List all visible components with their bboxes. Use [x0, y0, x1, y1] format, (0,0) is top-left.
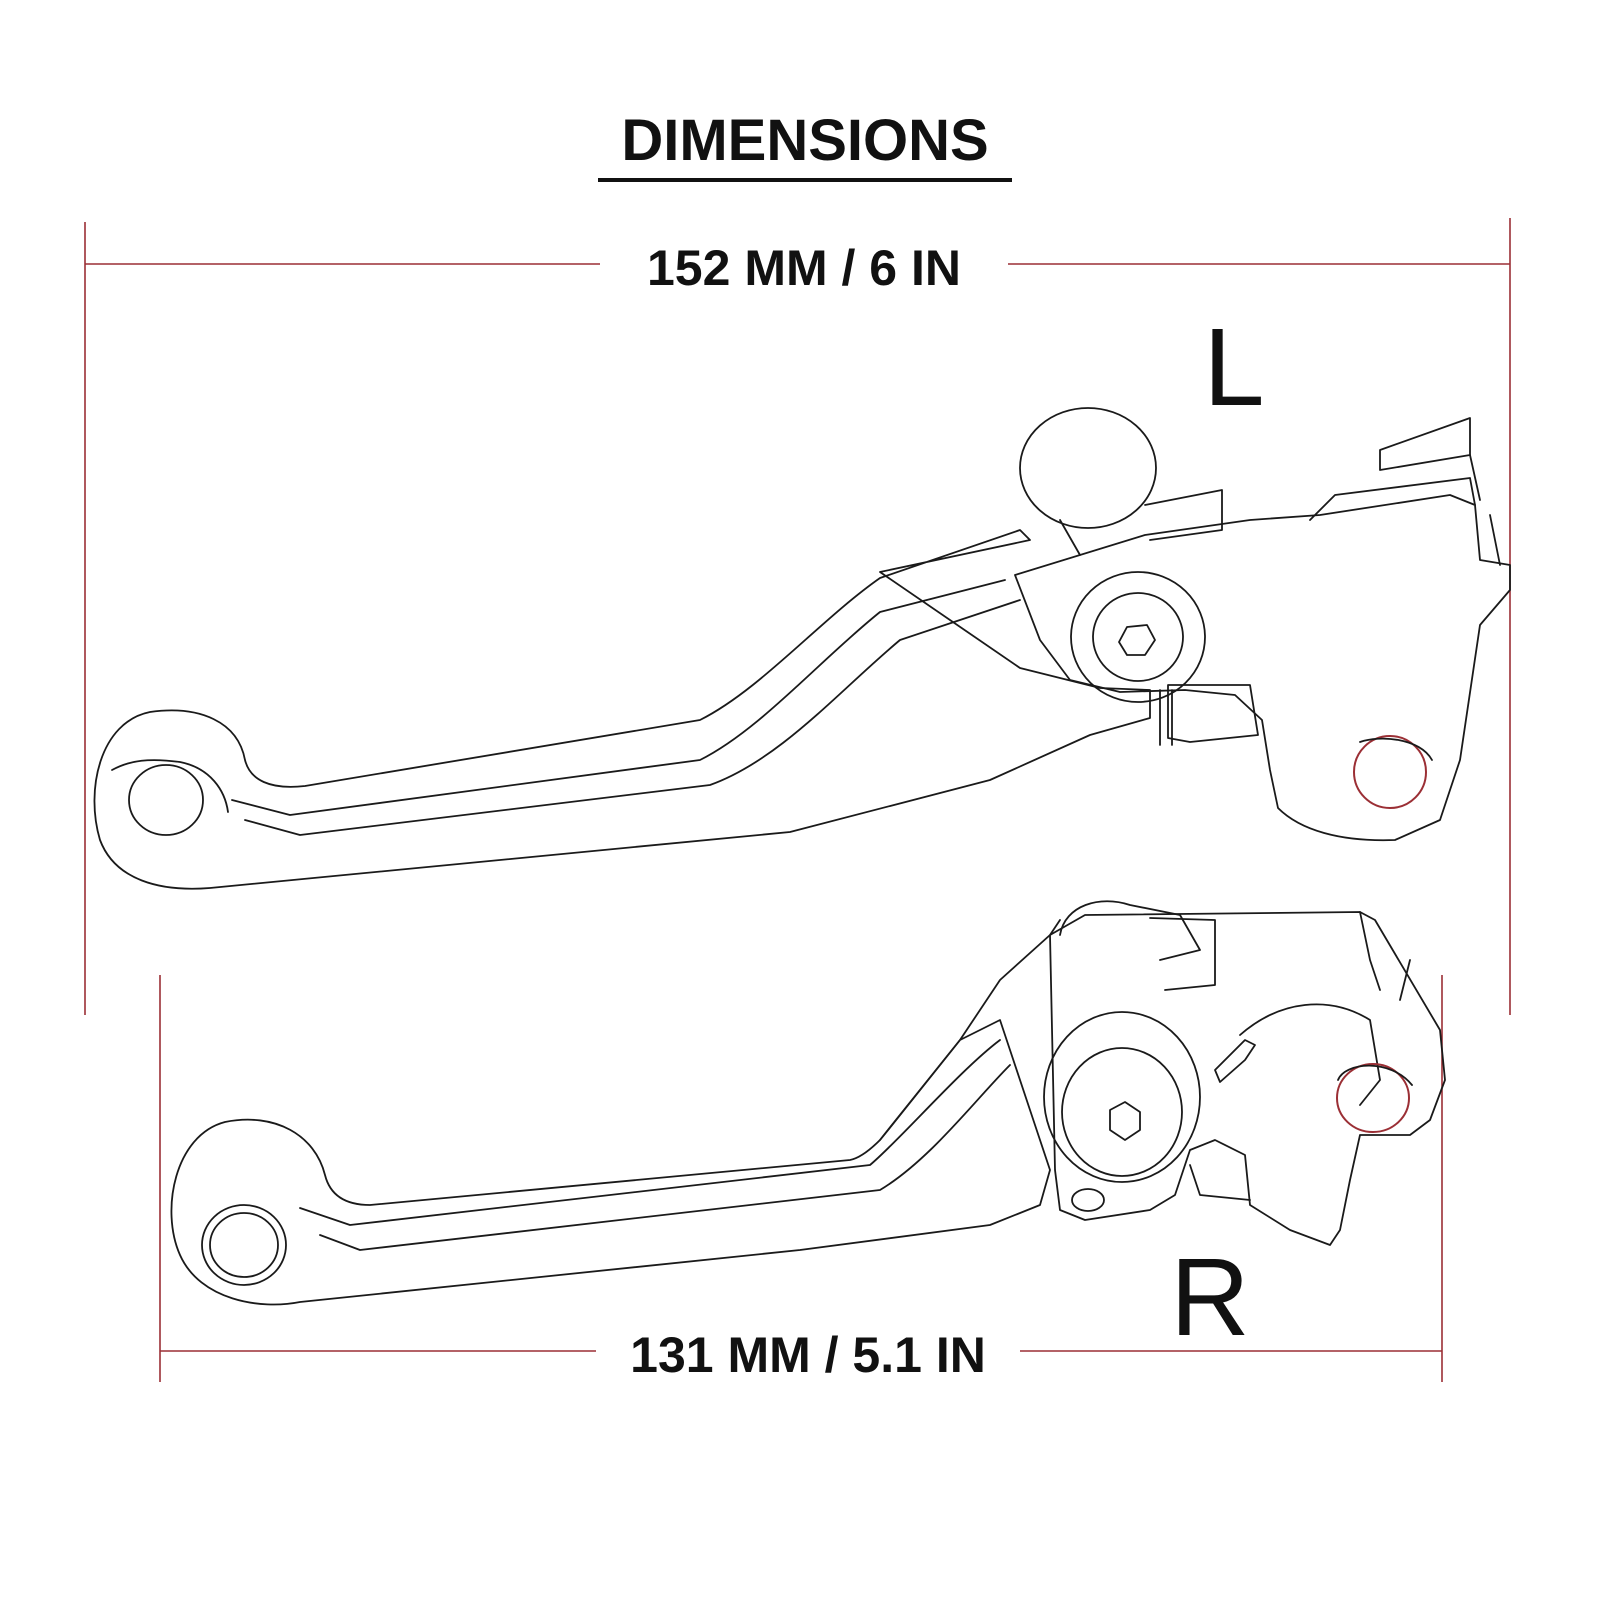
left-lever-blade-inner-line-2	[244, 599, 1021, 836]
right-lever-side-tab	[1214, 1039, 1256, 1083]
right-lever-pivot-bolt	[1043, 1011, 1201, 1183]
right-lever-blade-inner-line-2	[319, 1064, 1011, 1251]
left-lever-pivot-hex	[1118, 624, 1156, 656]
left-lever-adjuster-knob	[1019, 407, 1157, 529]
right-lever-lower-nub	[1071, 1188, 1105, 1212]
left-lever-pivot-bolt	[1070, 571, 1206, 703]
right-lever-perch-inner	[1239, 1003, 1381, 1106]
right-lever-adjuster-knob	[1059, 900, 1201, 961]
right-lever-perch-top	[1359, 911, 1411, 1001]
right-lever-drawing	[170, 900, 1446, 1306]
right-lever-adjuster-collar	[1149, 917, 1216, 991]
right-lever-upper-arm	[879, 919, 1061, 1141]
left-lever-perch-edge	[1469, 454, 1501, 566]
left-lever-blade-inner-line	[231, 579, 1006, 816]
left-lever-drawing	[93, 407, 1511, 890]
top-dimension-label: 152 MM / 6 IN	[647, 240, 961, 296]
right-lever-lower-cable-stop	[1189, 1164, 1251, 1201]
left-lever-mount-hole	[1353, 735, 1427, 809]
left-lever-blade-outline	[93, 529, 1151, 890]
right-lever-pivot-bolt-inner	[1061, 1047, 1183, 1177]
left-lever-end-rim	[111, 759, 229, 813]
right-lever-perch-body	[1049, 911, 1446, 1246]
left-lever-mount-hole-rim	[1359, 737, 1433, 761]
right-lever-label: R	[1170, 1236, 1249, 1359]
left-lever-end-hole	[128, 764, 204, 836]
right-lever-end-hole-inner	[209, 1212, 279, 1278]
right-lever-blade-outline	[170, 1019, 1051, 1306]
right-lever-mount-hole-rim	[1337, 1064, 1413, 1086]
bottom-dimension-label: 131 MM / 5.1 IN	[630, 1327, 986, 1383]
left-lever-label: L	[1203, 306, 1264, 429]
left-lever-perch-tab	[1379, 417, 1471, 471]
left-lever-clamp-screw	[1159, 684, 1259, 746]
right-lever-pivot-hex	[1109, 1101, 1141, 1141]
left-lever-pivot-bolt-inner	[1092, 592, 1184, 682]
diagram-title: DIMENSIONS	[621, 108, 988, 173]
left-lever-adjuster-neck	[1059, 489, 1223, 556]
right-lever-blade-inner-line	[299, 1039, 1001, 1226]
right-lever-mount-hole	[1336, 1063, 1410, 1133]
left-lever-perch-top-plate	[1309, 477, 1476, 521]
left-lever-perch-body	[1014, 494, 1511, 842]
top-dimension	[84, 218, 1511, 1015]
right-lever-end-hole	[201, 1204, 287, 1286]
